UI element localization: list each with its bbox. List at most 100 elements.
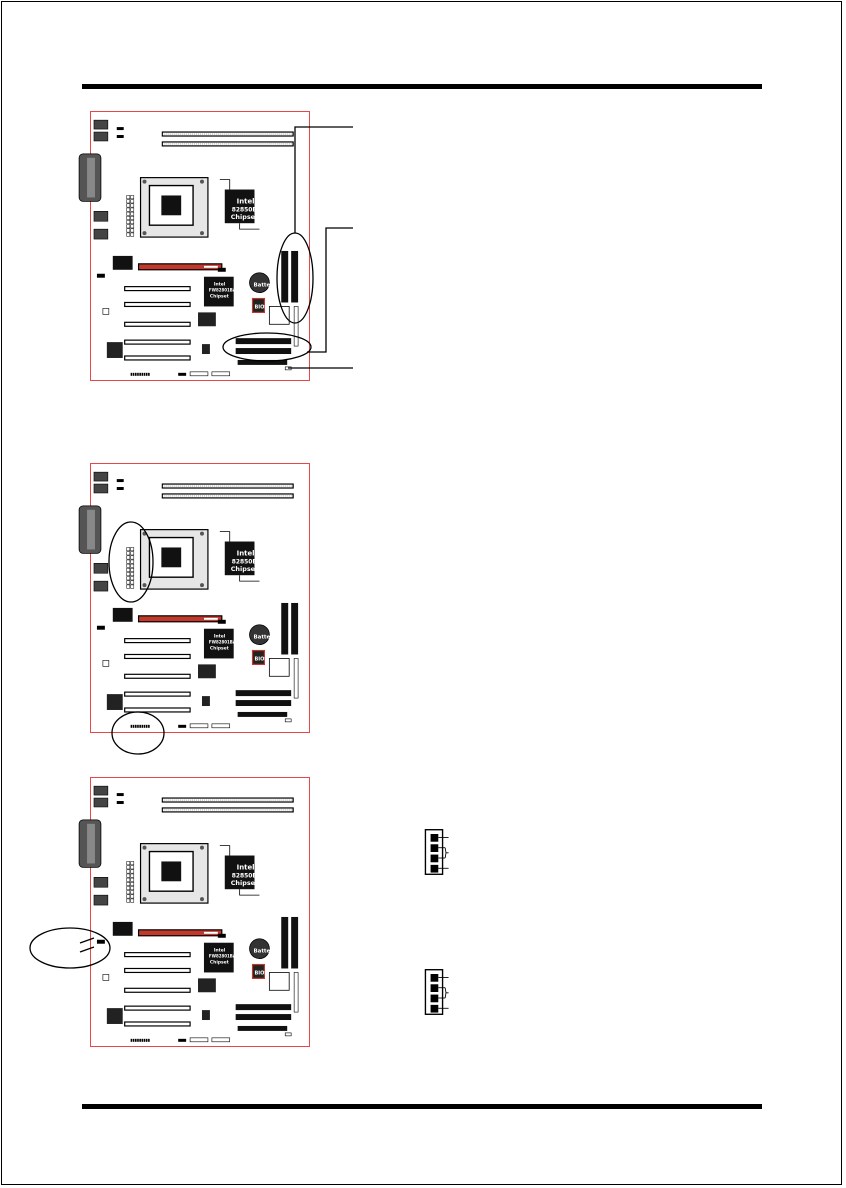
fan-connector-pinout-1 <box>420 828 460 876</box>
back-panel-port <box>93 785 109 796</box>
power-pin <box>130 224 135 229</box>
power-pin <box>126 555 131 560</box>
pci-slot <box>124 339 191 345</box>
power-pin <box>130 232 135 237</box>
connector <box>268 658 290 677</box>
front-panel-pin <box>139 1038 141 1042</box>
front-panel-pin <box>148 372 150 376</box>
power-pin <box>126 861 131 866</box>
small-jumper <box>284 718 292 723</box>
pci-slot <box>124 1021 191 1027</box>
pci-slot <box>124 673 191 679</box>
jumper <box>116 801 124 804</box>
northbridge-chip <box>224 541 255 576</box>
front-panel-pin <box>130 724 133 728</box>
front-panel-pin <box>132 372 135 376</box>
pci-slot <box>124 691 191 697</box>
rimm-slot <box>281 602 289 655</box>
back-panel-port <box>93 894 109 906</box>
connector-strip <box>293 658 299 699</box>
rimm-slot <box>281 250 289 303</box>
front-panel-pin <box>137 724 139 728</box>
power-pin <box>130 559 135 564</box>
trace <box>239 889 260 896</box>
rimm-slot <box>291 916 299 969</box>
motherboard-drawing: Intel 82850E Chipset Intel FW82801BA Chi… <box>78 471 299 729</box>
fan-connector-pinout-2 <box>420 968 460 1016</box>
agp-latch <box>203 931 218 934</box>
bios-label: BIOS <box>255 304 269 310</box>
trace <box>239 223 260 230</box>
cpu-die <box>161 861 182 882</box>
power-pin <box>126 886 131 891</box>
power-pin <box>126 195 131 200</box>
back-panel-port <box>93 563 109 574</box>
cpu-die <box>161 195 182 216</box>
ide-connector <box>235 1004 292 1011</box>
power-pin <box>130 220 135 225</box>
front-panel-pin <box>143 724 146 728</box>
floppy-connector <box>237 1025 288 1031</box>
header <box>178 724 187 728</box>
footer-rule <box>82 1104 762 1109</box>
power-pin <box>126 877 131 882</box>
power-pin <box>130 886 135 891</box>
trace <box>219 179 231 190</box>
mount-hole <box>142 531 147 536</box>
header <box>96 939 105 944</box>
ide-connector <box>235 348 292 355</box>
jumper <box>116 793 124 797</box>
port-shell <box>87 823 95 864</box>
back-panel-port <box>93 211 109 222</box>
buzzer <box>102 660 110 667</box>
header <box>189 371 209 377</box>
bios-label: BIOS <box>255 970 269 976</box>
front-panel-pin <box>134 372 137 376</box>
front-panel-pin <box>137 372 139 376</box>
battery-label: Battery <box>254 949 277 955</box>
southbridge-label-3: Chipset <box>210 960 230 966</box>
back-panel-port <box>93 483 109 494</box>
agp-retention <box>217 619 226 624</box>
southbridge-label-2: FW82801BA <box>209 954 237 959</box>
agp-retention <box>217 267 226 272</box>
rimm-slot <box>291 602 299 655</box>
agp-retention <box>217 933 226 938</box>
power-pin <box>126 547 131 552</box>
power-pin <box>130 894 135 899</box>
front-panel-pin <box>145 724 148 728</box>
trace <box>219 845 231 856</box>
southbridge-label-1: Intel <box>214 948 226 954</box>
southbridge-label-1: Intel <box>214 634 226 640</box>
northbridge-label-1: Intel <box>237 197 255 205</box>
motherboard-diagram-1: Intel 82850E Chipset Intel FW82801BA Chi… <box>78 111 310 381</box>
front-panel-pin <box>139 724 141 728</box>
power-pin <box>126 894 131 899</box>
connector-drawing <box>424 829 449 875</box>
small-jumper <box>284 1032 292 1037</box>
header <box>178 1038 187 1042</box>
motherboard-diagram-2: Intel 82850E Chipset Intel FW82801BA Chi… <box>78 463 310 733</box>
pci-slot <box>124 355 191 361</box>
front-panel-pin <box>145 372 148 376</box>
power-pin <box>130 572 135 577</box>
back-panel-port <box>93 131 109 142</box>
bios-chip <box>251 649 266 665</box>
floppy-connector <box>237 359 288 365</box>
northbridge-label-3: Chipset <box>231 565 258 573</box>
power-pin <box>126 584 131 589</box>
buzzer <box>102 974 110 981</box>
southbridge-chip <box>203 942 234 973</box>
mount-hole <box>142 231 147 236</box>
connector-strip <box>293 972 299 1013</box>
mount-hole <box>200 531 204 536</box>
southbridge-label-3: Chipset <box>210 646 230 652</box>
front-panel-pin <box>130 372 133 376</box>
back-panel-port <box>93 877 109 888</box>
motherboard-drawing: Intel 82850E Chipset Intel FW82801BA Chi… <box>78 119 299 377</box>
pci-slot <box>124 638 191 644</box>
back-panel-port <box>93 228 109 240</box>
battery-label: Battery <box>254 283 277 289</box>
pci-slot <box>124 286 191 292</box>
